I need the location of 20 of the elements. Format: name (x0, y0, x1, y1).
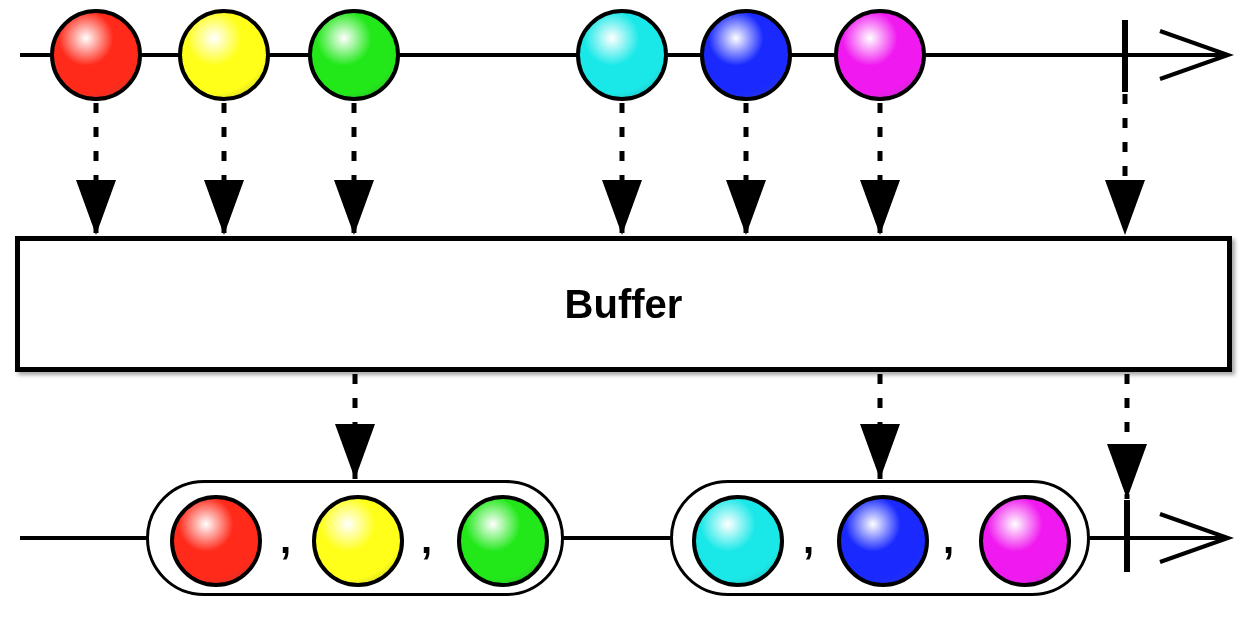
marble (979, 495, 1071, 587)
arrow (1107, 374, 1147, 499)
separator-comma: , (943, 519, 955, 559)
operator-box: Buffer (15, 236, 1232, 372)
arrow (334, 103, 374, 235)
separator-comma: , (803, 519, 815, 559)
marble (457, 495, 549, 587)
arrow (726, 103, 766, 235)
separator-comma: , (280, 519, 292, 559)
separator-comma: , (421, 519, 433, 559)
arrow (860, 103, 900, 235)
arrow (602, 103, 642, 235)
completion-bar (1122, 20, 1128, 92)
arrow (860, 374, 900, 479)
marble (692, 495, 784, 587)
arrow (335, 374, 375, 479)
completion-bar (1124, 500, 1130, 572)
arrow (76, 103, 116, 235)
arrow (204, 103, 244, 235)
arrow (1105, 94, 1145, 235)
